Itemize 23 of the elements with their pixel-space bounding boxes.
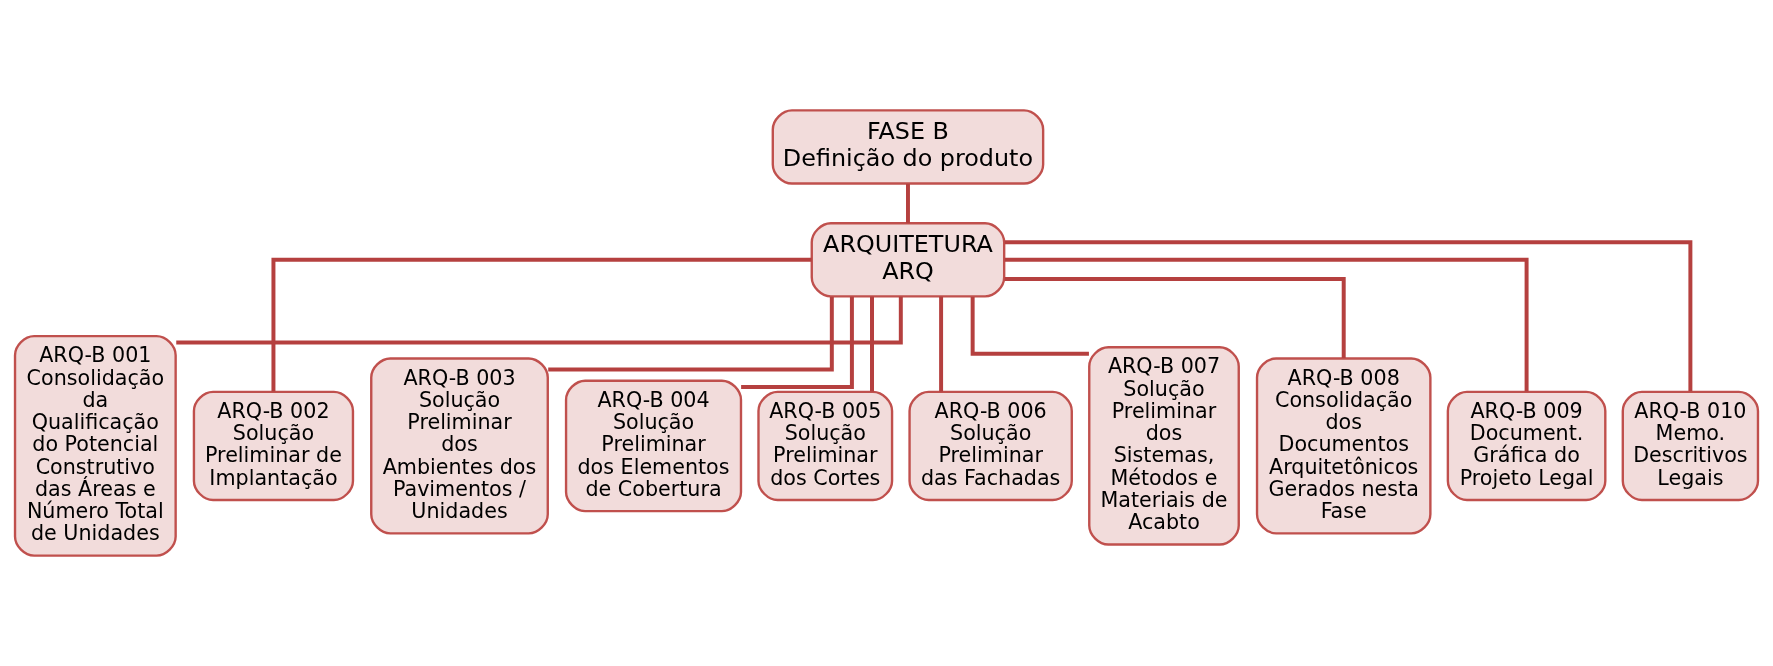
connector (548, 297, 834, 372)
node-box: ARQ-B 001 Consolidação da Qualificação do Potencial Construtivo das Áreas e Número Total de Unidades (13, 335, 177, 557)
node-box: ARQ-B 008 Consolidação dos Documentos Arquitetônicos Gerados nesta Fase (1255, 357, 1432, 535)
node-box: ARQ-B 003 Solução Preliminar dos Ambientes dos Pavimentos / Unidades (370, 357, 549, 535)
connector (176, 296, 903, 345)
node-box: ARQ-B 006 Solução Preliminar das Fachadas (908, 390, 1073, 502)
connector (271, 257, 812, 392)
node-box: ARQ-B 002 Solução Preliminar de Implantação (192, 390, 355, 502)
connector (741, 296, 854, 390)
connector (906, 183, 910, 224)
node-box: ARQUITETURA ARQ (810, 222, 1006, 298)
connector (939, 296, 944, 392)
connector (870, 296, 874, 392)
node-box: ARQ-B 007 Solução Preliminar dos Sistemas, Métodos e Materiais de Acabto (1088, 346, 1240, 546)
node-box: ARQ-B 009 Document. Gráfica do Projeto Legal (1446, 390, 1607, 502)
node-box: FASE B Definição do produto (771, 109, 1045, 185)
connector (1004, 240, 1693, 392)
node-box: ARQ-B 004 Solução Preliminar dos Elementos de Cobertura (564, 379, 743, 513)
connector (970, 296, 1089, 356)
node-box: ARQ-B 010 Memo. Descritivos Legais (1621, 390, 1760, 502)
connector (1004, 276, 1346, 358)
connector (1004, 257, 1529, 392)
node-box: ARQ-B 005 Solução Preliminar dos Cortes (757, 390, 894, 502)
